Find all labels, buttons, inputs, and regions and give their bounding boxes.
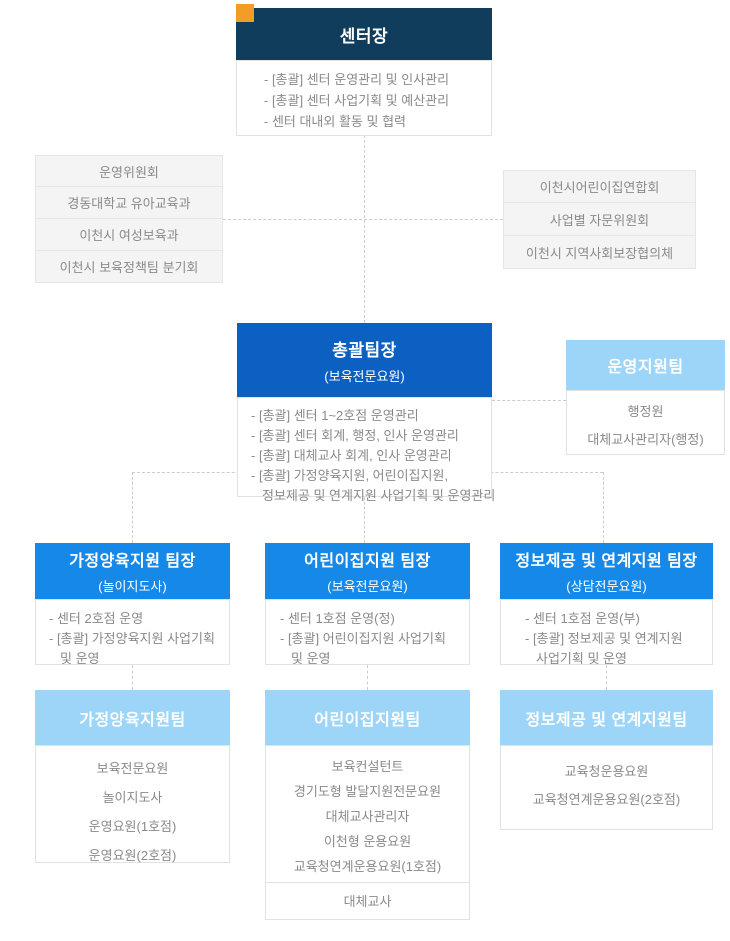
team2-title: 어린이집지원팀 [314,711,421,729]
team-leader2-header: 어린이집지원 팀장 (보육전문요원) [265,543,470,599]
duty-line: - 센터 2호점 운영 [49,611,144,626]
orange-accent-square [236,4,254,22]
director-header: 센터장 [236,8,492,60]
duty-line: 정보제공 및 연계지원 사업기획 및 운영관리 [262,488,496,503]
team1-title: 가정양육지원팀 [79,711,186,729]
duty-line: - [총괄] 센터 1~2호점 운영관리 [251,408,419,423]
ops-support-team-title: 운영지원팀 [607,359,684,376]
director-duties: - [총괄] 센터 운영관리 및 인사관리 - [총괄] 센터 사업기획 및 예… [236,60,492,136]
member-line: 대체교사관리자 [325,809,410,824]
connector-leader3-to-team3 [606,665,607,690]
member-line: 이천형 운용요원 [323,834,412,849]
duty-line: - [총괄] 센터 운영관리 및 인사관리 [264,72,450,87]
member-line: 운영요원(2호점) [88,848,177,863]
general-manager-subtitle: (보육전문요원) [324,368,405,384]
duty-line: - [총괄] 센터 사업기획 및 예산관리 [264,93,450,108]
committee-item: 이천시 여성보육과 [35,219,223,251]
team-leader3-title: 정보제공 및 연계지원 팀장 [515,553,698,570]
ops-support-team-members: 행정원 대체교사관리자(행정) [566,390,725,455]
team-leader2-subtitle: (보육전문요원) [327,579,408,594]
committee-item: 이천시 보육정책팀 분기회 [35,251,223,283]
duty-line: - [총괄] 가정양육지원 사업기획 [49,631,215,646]
team-leader2-title: 어린이집지원 팀장 [304,553,431,570]
committee-item: 운영위원회 [35,155,223,187]
member-line: 놀이지도사 [102,790,163,805]
duty-line: 및 운영 [60,651,100,666]
member-line: 보육전문요원 [96,761,169,776]
duty-line: 및 운영 [291,651,331,666]
member-line: 보육컨설턴트 [331,759,404,774]
committee-item: 경동대학교 유아교육과 [35,187,223,219]
duty-line: - 센터 1호점 운영(정) [280,611,395,626]
connector-manager-to-ops [492,400,566,401]
duty-line: - [총괄] 센터 회계, 행정, 인사 운영관리 [251,428,459,443]
left-committee-list: 운영위원회 경동대학교 유아교육과 이천시 여성보육과 이천시 보육정책팀 분기… [35,155,223,283]
member-line: 교육청연계운용요원(1호점) [293,859,442,874]
team-leader1-subtitle: (놀이지도사) [98,579,167,594]
connector-director-to-manager [364,135,365,323]
general-manager-header: 총괄팀장 (보육전문요원) [237,323,492,397]
duty-line: - 센터 대내외 활동 및 협력 [264,114,406,129]
team-leader3-duties: - 센터 1호점 운영(부) - [총괄] 정보제공 및 연계지원 사업기획 및… [500,599,713,666]
duty-line: 사업기획 및 운영 [536,651,627,666]
connector-leader2-to-team2 [367,665,368,690]
team-leader1-title: 가정양육지원 팀장 [69,553,196,570]
duty-line: - [총괄] 가정양육지원, 어린이집지원, [251,468,449,483]
committee-item: 사업별 자문위원회 [503,203,696,236]
team-leader2-duties: - 센터 1호점 운영(정) - [총괄] 어린이집지원 사업기획 및 운영 [265,599,470,666]
team-leader1-header: 가정양육지원 팀장 (놀이지도사) [35,543,230,599]
member-line: 행정원 [627,404,664,419]
team1-header: 가정양육지원팀 [35,690,230,745]
team2-members: 보육컨설턴트 경기도형 발달지원전문요원 대체교사관리자 이천형 운용요원 교육… [265,745,470,883]
duty-line: - [총괄] 대체교사 회계, 인사 운영관리 [251,448,452,463]
committee-item: 이천시 지역사회보장협의체 [503,236,696,269]
connector-branch-left [132,472,133,543]
duty-line: - 센터 1호점 운영(부) [525,611,640,626]
member-line: 운영요원(1호점) [88,819,177,834]
duty-line: - [총괄] 정보제공 및 연계지원 [525,631,683,646]
team1-members: 보육전문요원 놀이지도사 운영요원(1호점) 운영요원(2호점) [35,745,230,863]
ops-support-team-header: 운영지원팀 [566,340,725,390]
team2-header: 어린이집지원팀 [265,690,470,745]
team-leader3-header: 정보제공 및 연계지원 팀장 (상담전문요원) [500,543,713,599]
member-line: 교육청연계운용요원(2호점) [532,792,681,807]
general-manager-duties: - [총괄] 센터 1~2호점 운영관리 - [총괄] 센터 회계, 행정, 인… [237,397,495,503]
team3-header: 정보제공 및 연계지원팀 [500,690,713,745]
team-leader3-subtitle: (상담전문요원) [566,579,647,594]
connector-committees [223,219,503,220]
duty-line: - [총괄] 어린이집지원 사업기획 [280,631,446,646]
connector-branch-center [364,497,365,543]
team-leader1-duties: - 센터 2호점 운영 - [총괄] 가정양육지원 사업기획 및 운영 [35,599,230,666]
member-line: 대체교사관리자(행정) [587,432,704,447]
team3-title: 정보제공 및 연계지원팀 [525,711,688,729]
director-title: 센터장 [339,26,389,46]
member-line: 경기도형 발달지원전문요원 [293,784,442,799]
committee-item: 이천시어린이집연합회 [503,170,696,203]
member-line: 대체교사 [343,893,392,909]
connector-leader1-to-team1 [132,665,133,690]
member-line: 교육청운용요원 [564,764,649,779]
team3-members: 교육청운용요원 교육청연계운용요원(2호점) [500,745,713,830]
right-committee-list: 이천시어린이집연합회 사업별 자문위원회 이천시 지역사회보장협의체 [503,170,696,269]
connector-branch-right [603,472,604,543]
team2-extra-cell: 대체교사 [265,882,470,920]
general-manager-title: 총괄팀장 [332,340,397,360]
